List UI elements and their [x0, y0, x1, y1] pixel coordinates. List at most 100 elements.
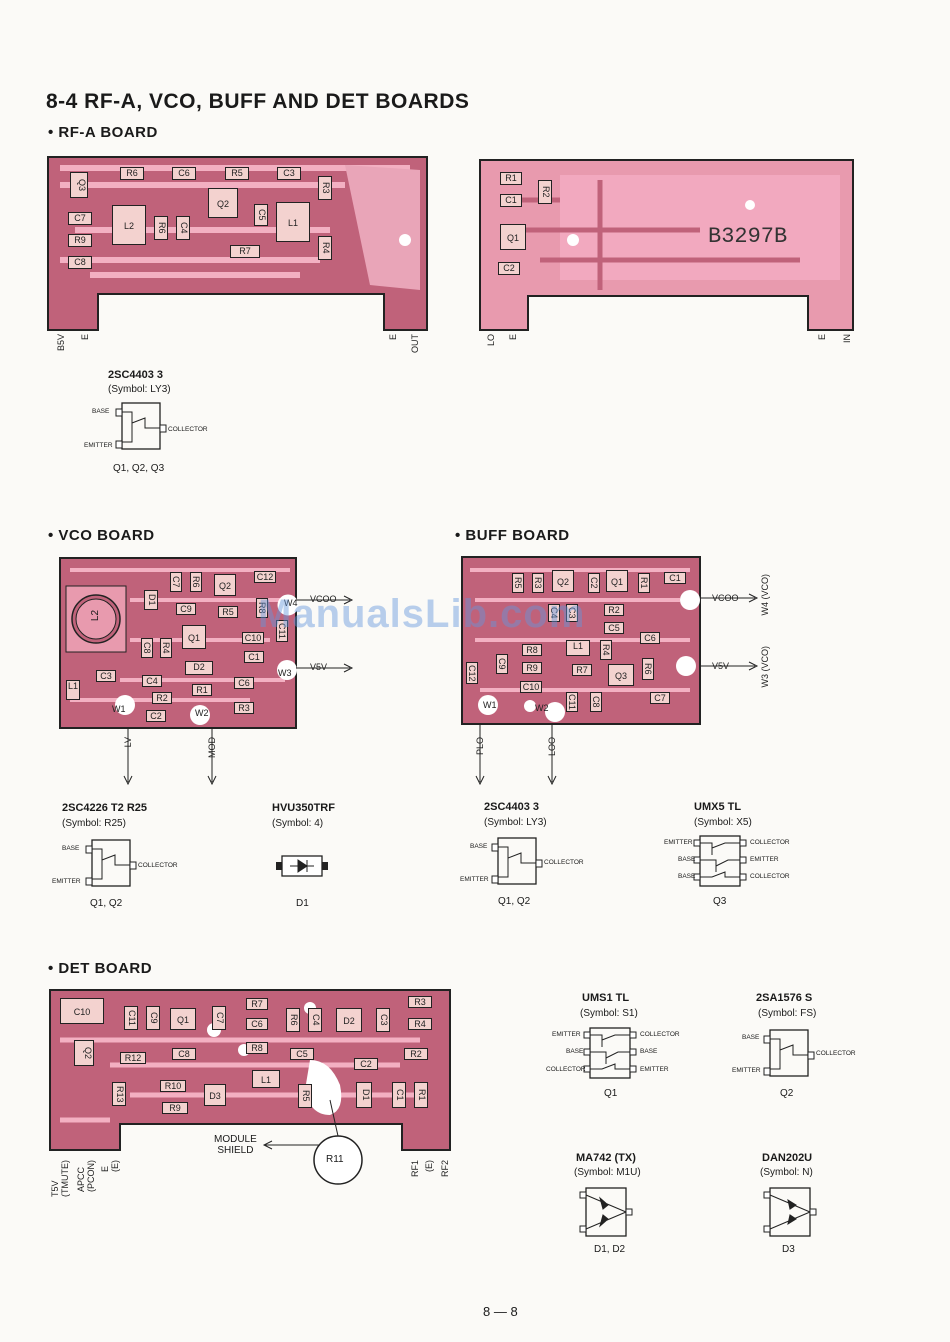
buff-heading: • BUFF BOARD	[455, 527, 570, 544]
module-shield-label: MODULE SHIELD	[214, 1134, 257, 1156]
comp-r8: R8	[246, 1042, 268, 1054]
comp-c7: C7	[170, 572, 182, 592]
comp-l1: L1	[66, 680, 80, 700]
comp-c4: C4	[308, 1008, 322, 1032]
comp-c8: C8	[68, 256, 92, 269]
part1-symbol: (Symbol: LY3)	[484, 817, 547, 828]
part1-name: 2SC4226 T2 R25	[62, 802, 147, 814]
pin-base: BASE	[92, 408, 110, 415]
page-number: 8 — 8	[483, 1304, 518, 1319]
comp-q1: Q1	[182, 625, 206, 649]
comp-c1: C1	[392, 1082, 406, 1108]
comp-c7: C7	[68, 212, 92, 225]
pin-base2: BASE	[640, 1048, 658, 1055]
page-title: 8-4 RF-A, VCO, BUFF AND DET BOARDS	[46, 90, 470, 113]
comp-c1: C1	[244, 651, 264, 663]
pin-base2: BASE	[678, 873, 696, 880]
comp-r13: R13	[112, 1082, 126, 1106]
comp-c12: C12	[254, 571, 276, 583]
comp-l2: L2	[112, 205, 146, 245]
pin-collector2: COLLECTOR	[750, 873, 790, 880]
comp-r4: R4	[160, 638, 172, 658]
comp-r1: R1	[500, 172, 522, 185]
ums1-symbol: (Symbol: S1)	[580, 1008, 638, 1019]
comp-l1: L1	[566, 640, 590, 656]
comp-c5: C5	[604, 622, 624, 634]
comp-c3: C3	[96, 670, 116, 682]
part-name: 2SC4403 3	[108, 369, 164, 381]
pin-base: BASE	[62, 845, 80, 852]
board-marking: B3297B	[708, 224, 788, 249]
pin-collector: COLLECTOR	[816, 1050, 856, 1057]
comp-r7: R7	[230, 245, 260, 258]
part2-symbol: (Symbol: X5)	[694, 817, 752, 828]
pin-collector2: COLLECTOR	[640, 1031, 680, 1038]
dan202u-name: DAN202U	[762, 1152, 813, 1164]
comp-r2: R2	[152, 692, 172, 704]
comp-w1: W1	[483, 700, 497, 710]
comp-c9: C9	[176, 603, 196, 615]
comp-c11: C11	[276, 620, 288, 642]
watermark: ManualsLib.com	[258, 592, 586, 636]
comp-r4: R4	[408, 1018, 432, 1030]
comp-r6: R6	[642, 658, 654, 680]
comp-r1: R1	[638, 573, 650, 593]
comp-c2: C2	[588, 573, 600, 593]
comp-c10: C10	[60, 998, 104, 1024]
comp-c1: C1	[500, 194, 522, 207]
out-vcoo: VCOO	[712, 593, 739, 603]
part-refs: Q1, Q2, Q3	[113, 463, 165, 474]
comp-l1: L1	[252, 1070, 280, 1088]
comp-c8: C8	[172, 1048, 196, 1060]
rfa-heading: • RF-A BOARD	[48, 124, 158, 141]
pin-collector: COLLECTOR	[168, 426, 208, 433]
part1-refs: Q1, Q2	[90, 898, 123, 909]
pin-base: BASE	[566, 1048, 584, 1055]
comp-q1: Q1	[606, 570, 628, 592]
comp-r6b: R6	[154, 216, 168, 240]
pin-emitter: EMITTER	[460, 876, 489, 883]
comp-q2: Q2	[214, 574, 236, 596]
2sa1576-name: 2SA1576 S	[756, 992, 813, 1004]
part1-refs: Q1, Q2	[498, 896, 531, 907]
comp-r9: R9	[522, 662, 542, 674]
ma742-name: MA742 (TX)	[576, 1152, 636, 1164]
comp-d2: D2	[185, 661, 213, 675]
comp-r8: R8	[522, 644, 542, 656]
comp-c10: C10	[520, 681, 542, 693]
comp-r5: R5	[218, 606, 238, 618]
comp-c7: C7	[650, 692, 670, 704]
pin-collector: COLLECTOR	[546, 1066, 586, 1073]
comp-r3: R3	[408, 996, 432, 1008]
comp-w1: W1	[112, 704, 126, 714]
comp-d1: D1	[144, 590, 158, 610]
comp-c3: C3	[277, 167, 301, 180]
comp-c8: C8	[590, 692, 602, 712]
comp-c6: C6	[172, 167, 196, 180]
comp-r6: R6	[120, 167, 144, 180]
2sa1576-symbol: (Symbol: FS)	[758, 1008, 817, 1019]
comp-d1: D1	[356, 1082, 372, 1108]
pin-emitter: EMITTER	[552, 1031, 581, 1038]
comp-r2: R2	[604, 604, 624, 616]
comp-c6: C6	[246, 1018, 268, 1030]
ums1-refs: Q1	[604, 1088, 618, 1099]
pin-emitter: EMITTER	[84, 442, 113, 449]
comp-r5: R5	[512, 573, 524, 593]
det-heading: • DET BOARD	[48, 960, 153, 977]
comp-r1: R1	[414, 1082, 428, 1108]
comp-c4: C4	[548, 604, 560, 622]
part2-symbol: (Symbol: 4)	[272, 818, 324, 829]
out-v5v: V5V	[712, 661, 730, 671]
pin-collector: COLLECTOR	[544, 859, 584, 866]
comp-d3: D3	[204, 1084, 226, 1106]
part2-refs: D1	[296, 898, 309, 909]
comp-c8: C8	[141, 638, 153, 658]
pin-base: BASE	[742, 1034, 760, 1041]
comp-r11: R11	[326, 1154, 344, 1165]
comp-c12: C12	[466, 662, 478, 684]
